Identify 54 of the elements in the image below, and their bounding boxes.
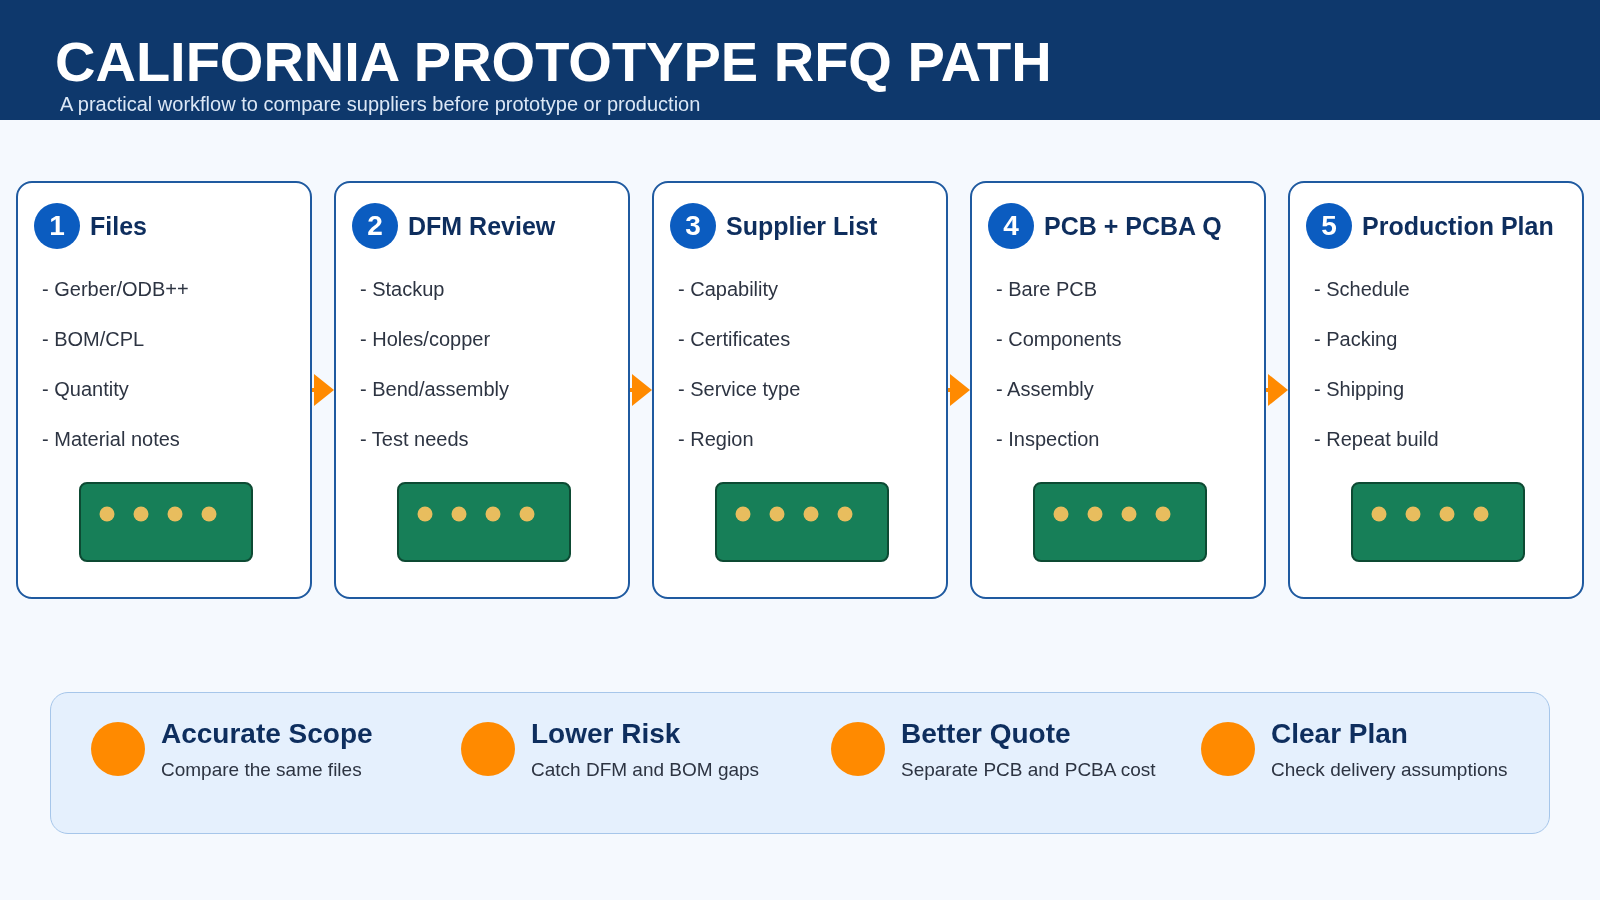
list-item: - Stackup (360, 277, 445, 302)
list-item: - Assembly (996, 377, 1094, 402)
benefit-dot (831, 722, 885, 776)
benefit-dot (461, 722, 515, 776)
benefit-text: Compare the same files (161, 758, 362, 782)
list-item: - Capability (678, 277, 779, 302)
list-item: - Gerber/ODB++ (42, 277, 189, 302)
list-item: - Service type (678, 377, 801, 402)
list-item: - Packing (1314, 327, 1398, 352)
step-card (334, 181, 630, 599)
benefit-text: Separate PCB and PCBA cost (901, 758, 1156, 782)
benefit-title: Better Quote (901, 717, 1071, 751)
benefit-text: Check delivery assumptions (1271, 758, 1508, 782)
arrow (312, 374, 334, 406)
step-title: PCB + PCBA Q (1044, 211, 1222, 242)
step-title: Production Plan (1362, 211, 1554, 242)
step-number-badge: 3 (670, 203, 716, 249)
step-number-badge: 4 (988, 203, 1034, 249)
list-item: - Certificates (678, 327, 791, 352)
list-item: - Repeat build (1314, 427, 1439, 452)
benefit-title: Clear Plan (1271, 717, 1408, 751)
list-item: - BOM/CPL (42, 327, 145, 352)
step-card (970, 181, 1266, 599)
benefit-text: Catch DFM and BOM gaps (531, 758, 760, 782)
benefit-title: Lower Risk (531, 717, 681, 751)
list-item: - Bare PCB (996, 277, 1098, 302)
step-number-badge: 1 (34, 203, 80, 249)
list-item: - Material notes (42, 427, 180, 452)
arrow (630, 374, 652, 406)
benefit-title: Accurate Scope (161, 717, 373, 751)
list-item: - Quantity (42, 377, 129, 402)
subtitle: A practical workflow to compare suppliers before prototype or production (60, 92, 701, 116)
list-item: - Test needs (360, 427, 469, 452)
arrow (1266, 374, 1288, 406)
benefit-dot (91, 722, 145, 776)
list-item: - Bend/assembly (360, 377, 509, 402)
benefit-dot (1201, 722, 1255, 776)
step-card (652, 181, 948, 599)
arrow (948, 374, 970, 406)
step-card (1288, 181, 1584, 599)
step-title: Supplier List (726, 211, 878, 242)
step-title: Files (90, 211, 147, 242)
benefits-panel (50, 692, 1550, 834)
step-card (16, 181, 312, 599)
step-title: DFM Review (408, 211, 556, 242)
list-item: - Holes/copper (360, 327, 491, 352)
list-item: - Components (996, 327, 1122, 352)
page-title: CALIFORNIA PROTOTYPE RFQ PATH (55, 34, 1052, 90)
list-item: - Shipping (1314, 377, 1405, 402)
list-item: - Inspection (996, 427, 1100, 452)
list-item: - Schedule (1314, 277, 1410, 302)
step-number-badge: 2 (352, 203, 398, 249)
step-number-badge: 5 (1306, 203, 1352, 249)
list-item: - Region (678, 427, 754, 452)
